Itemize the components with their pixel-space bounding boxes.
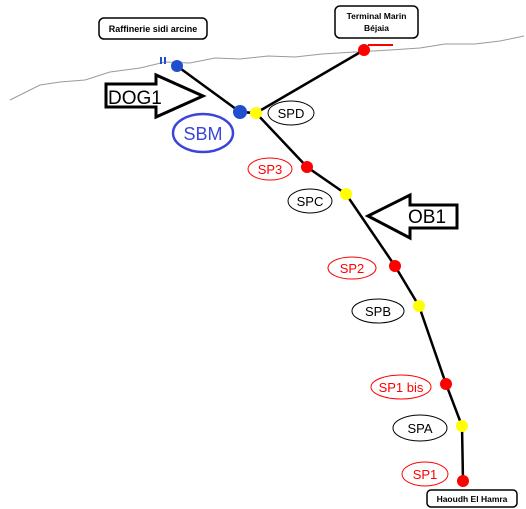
spb-node bbox=[413, 300, 425, 312]
svg-text:Raffinerie sidi arcine: Raffinerie sidi arcine bbox=[109, 24, 198, 34]
svg-text:SP1: SP1 bbox=[413, 467, 438, 482]
station-label-spc: SPC bbox=[287, 188, 333, 214]
station-label-spb: SPB bbox=[351, 298, 405, 324]
svg-text:Haoudh El Hamra: Haoudh El Hamra bbox=[437, 494, 508, 504]
refinery-marker bbox=[160, 57, 166, 64]
origin-label: Haoudh El Hamra bbox=[426, 489, 518, 508]
pipeline-refinery-sbm bbox=[175, 64, 242, 114]
svg-text:SPD: SPD bbox=[278, 106, 305, 121]
sbm-label: SBM bbox=[171, 112, 235, 154]
svg-text:SPC: SPC bbox=[297, 194, 324, 209]
spa-node bbox=[456, 420, 468, 432]
right-arrow-icon bbox=[104, 72, 207, 120]
station-label-sp2: SP2 bbox=[327, 256, 377, 280]
svg-text:SP2: SP2 bbox=[340, 261, 365, 276]
dog1-label: DOG1 bbox=[108, 88, 162, 109]
left-arrow-icon bbox=[364, 192, 459, 241]
svg-text:SPA: SPA bbox=[407, 421, 432, 436]
refinery-label: Raffinerie sidi arcine bbox=[98, 17, 208, 40]
ob1-arrow: OB1 bbox=[364, 192, 459, 241]
junction-node-spd bbox=[250, 107, 262, 119]
pipeline-terminal-junction bbox=[254, 48, 366, 115]
station-label-sp1: SP1 bbox=[401, 461, 449, 487]
nodes bbox=[171, 44, 469, 487]
station-label-spa: SPA bbox=[392, 414, 448, 442]
sbm-node bbox=[233, 105, 247, 119]
terminal-node bbox=[358, 44, 370, 56]
refinery-node bbox=[171, 60, 183, 72]
spc-node bbox=[340, 188, 352, 200]
sp1-node bbox=[457, 475, 469, 487]
svg-text:SP1 bis: SP1 bis bbox=[379, 380, 424, 395]
svg-text:SP3: SP3 bbox=[258, 162, 283, 177]
ob1-label: OB1 bbox=[408, 207, 446, 228]
station-label-sp1bis: SP1 bis bbox=[370, 374, 432, 400]
station-label-sp3: SP3 bbox=[247, 157, 293, 181]
sp2-node bbox=[389, 260, 401, 272]
svg-text:Béjaia: Béjaia bbox=[364, 23, 389, 33]
svg-text:SBM: SBM bbox=[183, 124, 222, 144]
station-label-spd: SPD bbox=[267, 100, 315, 126]
coastline bbox=[9, 35, 525, 101]
svg-text:Terminal Marin: Terminal Marin bbox=[347, 11, 407, 21]
sp1bis-node bbox=[440, 378, 452, 390]
pipeline-main-trunk bbox=[254, 111, 465, 483]
svg-text:SPB: SPB bbox=[365, 304, 391, 319]
dog1-arrow: DOG1 bbox=[104, 72, 207, 120]
sp3-node bbox=[301, 161, 313, 173]
terminal-label: Terminal Marin Béjaia bbox=[334, 5, 419, 39]
